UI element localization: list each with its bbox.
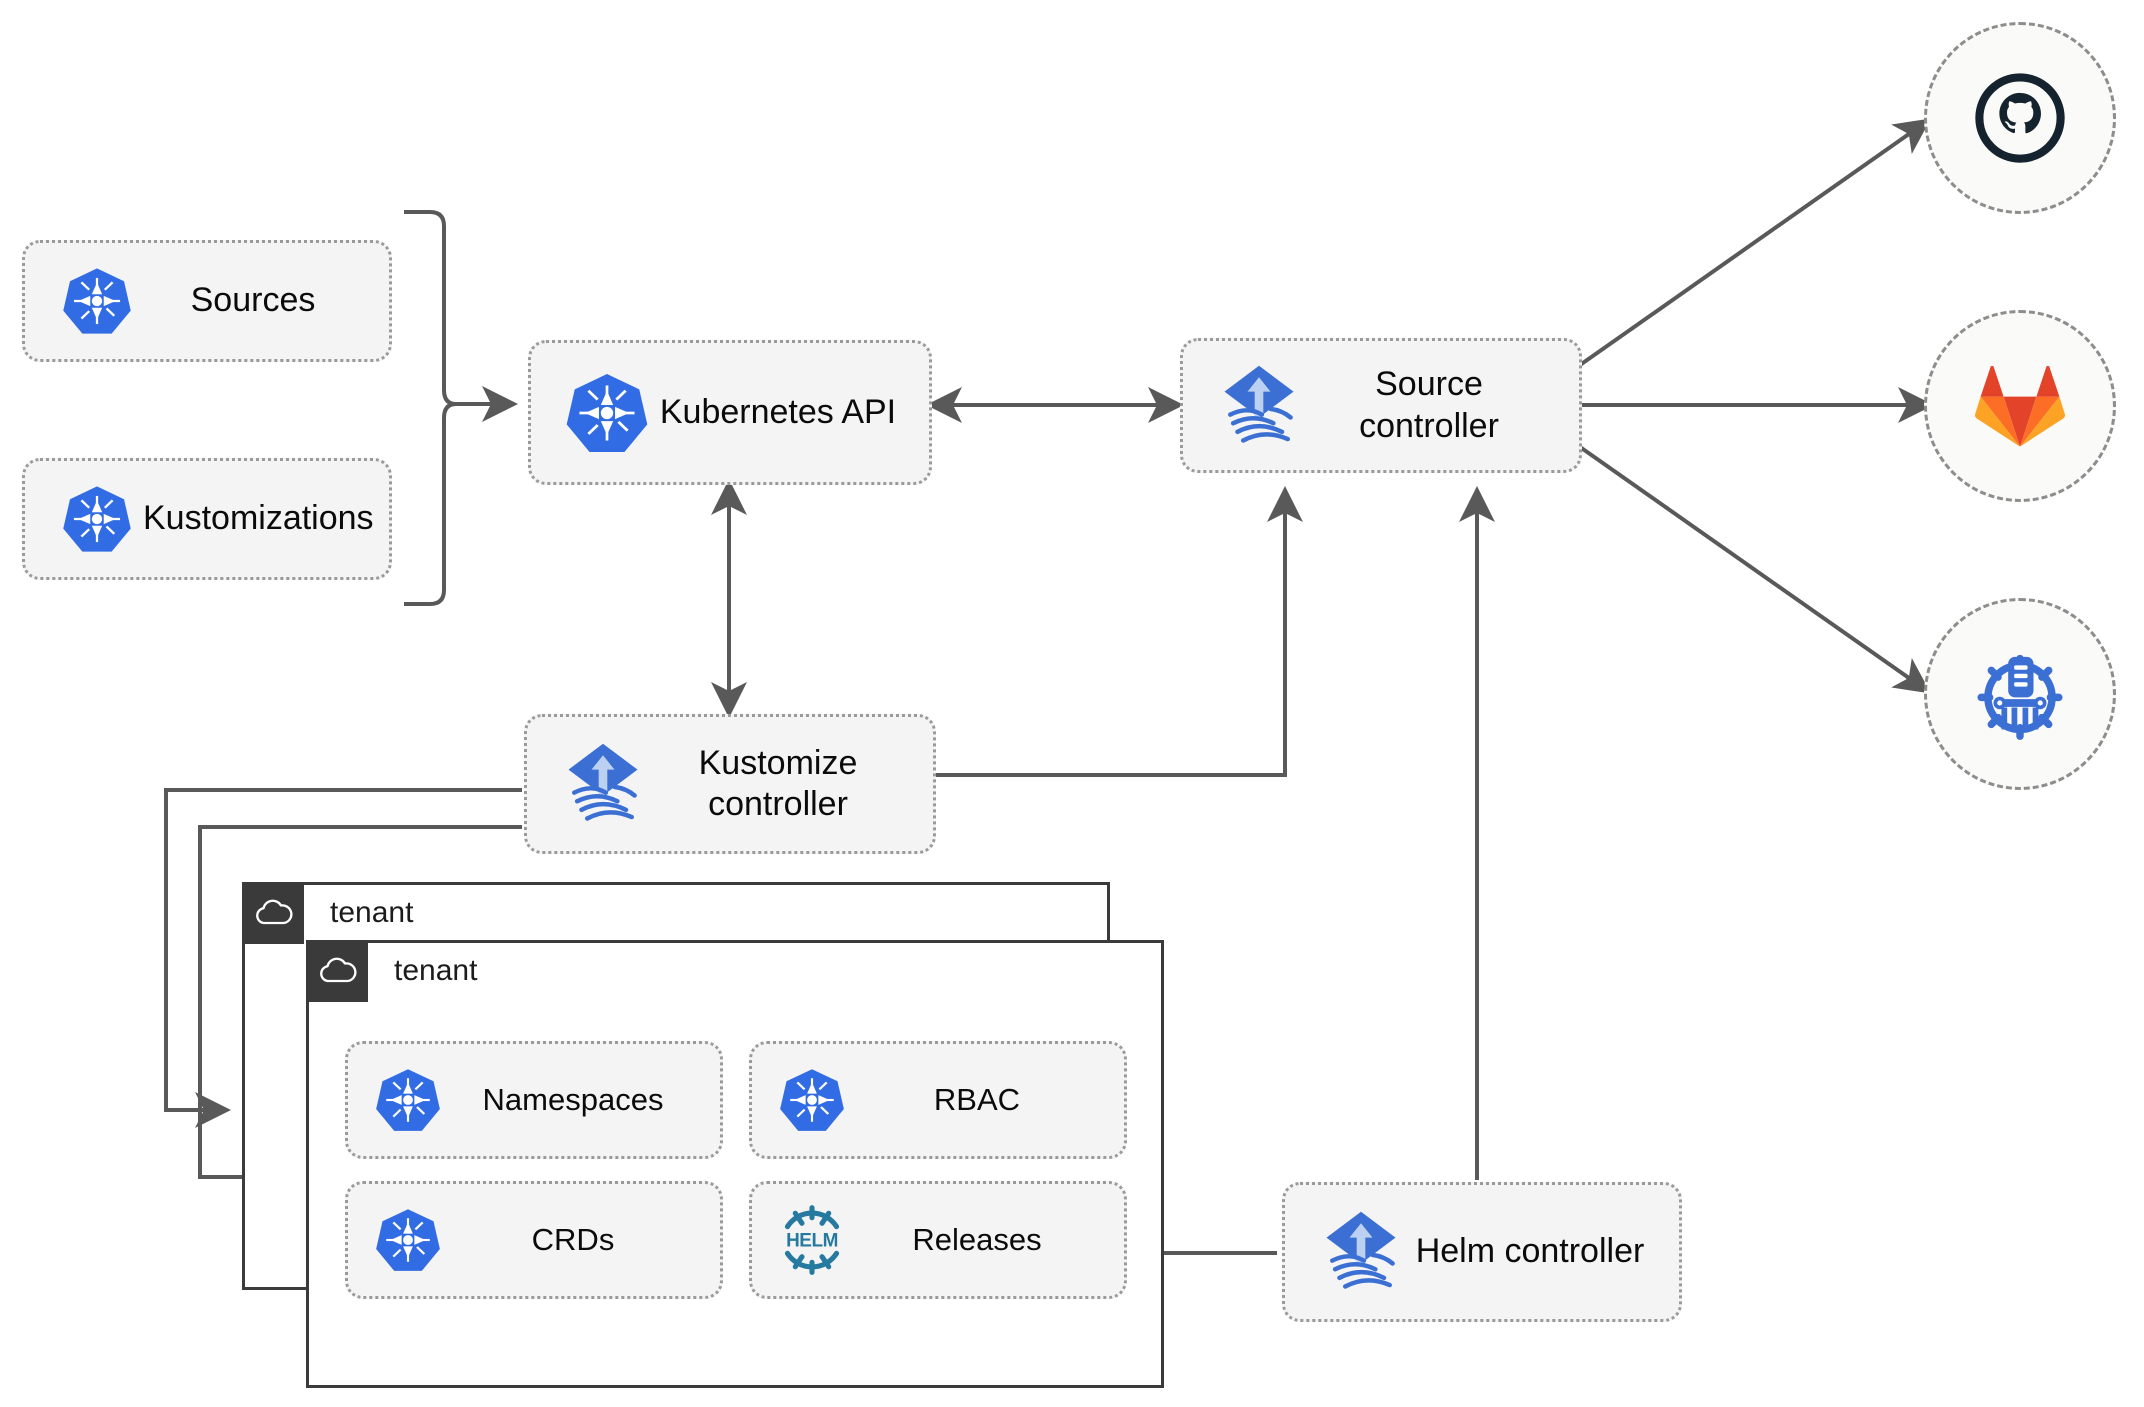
tenant-box-front: tenant bbox=[306, 940, 1164, 1388]
kubernetes-icon bbox=[51, 483, 143, 555]
node-label: CRDs bbox=[531, 1222, 615, 1258]
tenant-name: tenant bbox=[394, 954, 478, 987]
gitlab-icon bbox=[1974, 365, 2066, 447]
node-rbac[interactable]: RBAC bbox=[749, 1041, 1127, 1159]
flux-icon bbox=[553, 738, 653, 830]
node-label: Kustomize controller bbox=[698, 743, 858, 823]
external-github[interactable] bbox=[1924, 22, 2116, 214]
node-label: Helm controller bbox=[1415, 1232, 1645, 1271]
tenant-header: tenant bbox=[306, 940, 477, 1002]
edge-source-to-github bbox=[1578, 118, 1931, 367]
edge-kustomize-to-source bbox=[936, 486, 1303, 777]
github-icon bbox=[1975, 73, 2065, 163]
node-label: Releases bbox=[912, 1222, 1042, 1258]
kubernetes-icon bbox=[772, 1066, 852, 1134]
edge-source-to-helm-repo bbox=[1578, 445, 1931, 694]
helm-icon: HELM bbox=[772, 1203, 852, 1277]
node-kustomizations[interactable]: Kustomizations bbox=[22, 458, 392, 580]
svg-text:HELM: HELM bbox=[786, 1231, 838, 1252]
kubernetes-icon bbox=[51, 265, 143, 337]
kubernetes-icon bbox=[368, 1066, 448, 1134]
cloud-icon bbox=[242, 882, 304, 944]
flux-icon bbox=[1209, 360, 1309, 452]
kubernetes-icon bbox=[557, 370, 657, 456]
node-kustomize-controller[interactable]: Kustomize controller bbox=[524, 714, 936, 854]
node-sources[interactable]: Sources bbox=[22, 240, 392, 362]
node-namespaces[interactable]: Namespaces bbox=[345, 1041, 723, 1159]
node-label: RBAC bbox=[933, 1082, 1021, 1118]
node-label: Kubernetes API bbox=[659, 392, 897, 431]
tenant-header: tenant bbox=[242, 882, 413, 944]
node-label: Namespaces bbox=[482, 1082, 664, 1118]
node-label: Sources bbox=[190, 281, 316, 320]
external-helm-repository[interactable] bbox=[1924, 598, 2116, 790]
node-helm-controller[interactable]: Helm controller bbox=[1282, 1182, 1682, 1322]
external-gitlab[interactable] bbox=[1924, 310, 2116, 502]
node-label: Kustomizations bbox=[143, 499, 374, 538]
node-label: Source controller bbox=[1359, 365, 1499, 445]
node-source-controller[interactable]: Source controller bbox=[1180, 338, 1582, 473]
node-releases[interactable]: HELM Releases bbox=[749, 1181, 1127, 1299]
helm-repository-icon bbox=[1977, 654, 2063, 740]
kubernetes-icon bbox=[368, 1206, 448, 1274]
cloud-icon bbox=[306, 940, 368, 1002]
flux-icon bbox=[1311, 1206, 1411, 1298]
node-kubernetes-api[interactable]: Kubernetes API bbox=[528, 340, 932, 485]
tenant-name: tenant bbox=[330, 896, 414, 929]
brace-sources-kustomizations bbox=[404, 210, 457, 606]
node-crds[interactable]: CRDs bbox=[345, 1181, 723, 1299]
